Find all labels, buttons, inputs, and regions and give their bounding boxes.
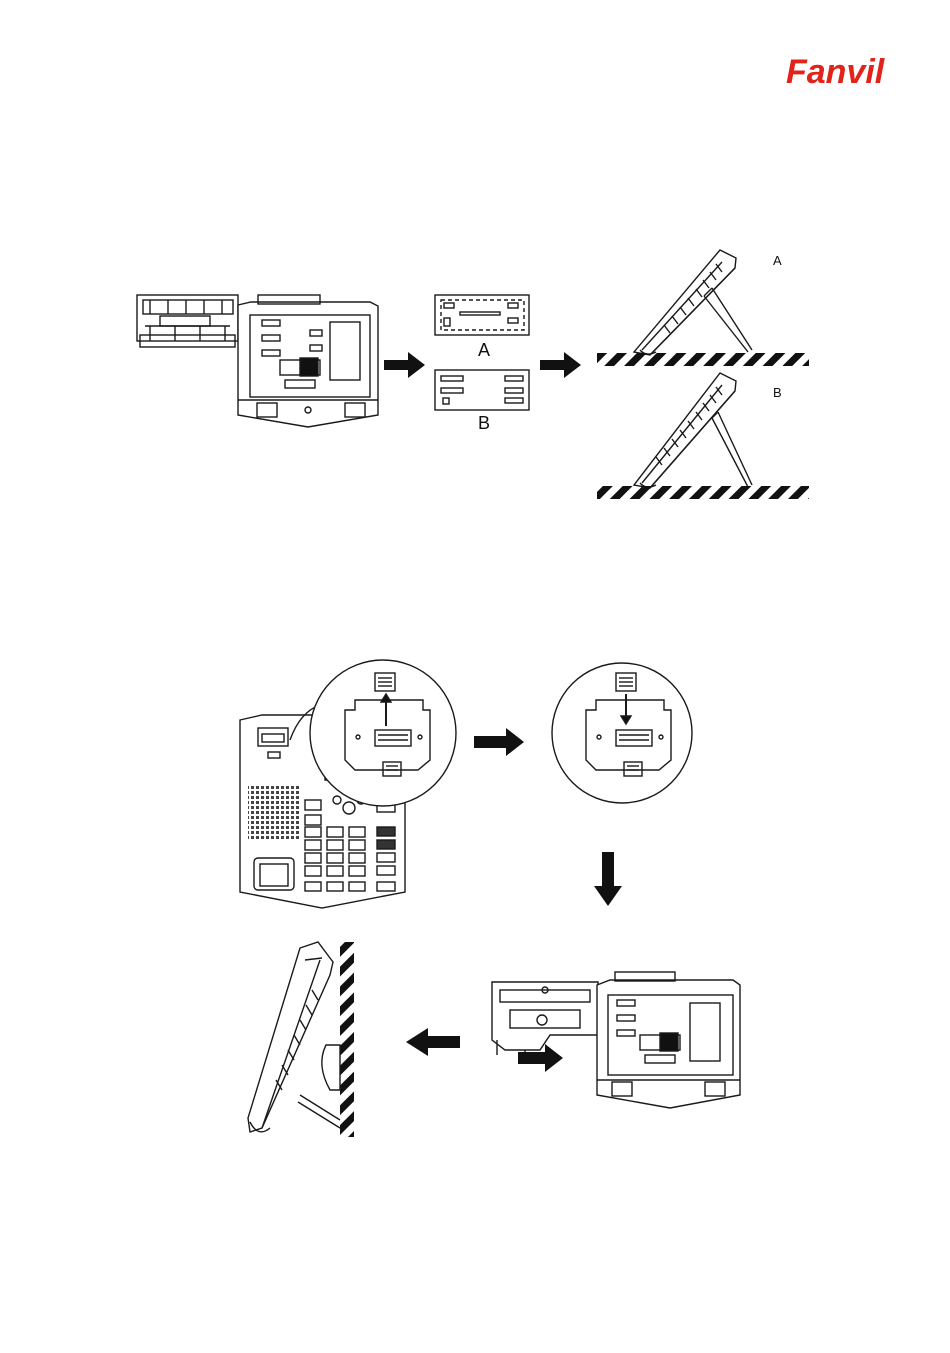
- option-a-label: A: [478, 340, 490, 360]
- hook-detail-up-icon: [310, 660, 456, 806]
- stand-a-label: A: [773, 253, 782, 268]
- phone-back-icon: [597, 972, 740, 1108]
- phone-side-b-icon: [634, 373, 752, 488]
- option-b-plate: [435, 370, 529, 410]
- option-a-plate: [435, 295, 529, 335]
- right-arrow-icon: [474, 728, 524, 756]
- stand-b-label: B: [773, 385, 782, 400]
- phone-wall-side-icon: [248, 942, 340, 1132]
- wall-mount-section: [240, 660, 740, 1137]
- hatched-surface: [597, 486, 809, 499]
- stand-bracket-icon: [137, 295, 238, 347]
- hook-detail-down-icon: [552, 663, 692, 803]
- hatched-surface: [597, 353, 809, 366]
- right-arrow-icon: [540, 352, 581, 378]
- logo-text: Fanvil: [786, 53, 886, 91]
- right-arrow-icon: [384, 352, 425, 378]
- phone-back-icon: [238, 295, 378, 427]
- phone-side-a-icon: [634, 250, 752, 355]
- fanvil-logo: Fanvil: [786, 53, 886, 91]
- left-arrow-icon: [406, 1028, 460, 1056]
- down-arrow-icon: [594, 852, 622, 906]
- option-b-label: B: [478, 413, 490, 433]
- desk-stand-section: A B A B: [137, 250, 809, 499]
- hatched-wall: [340, 942, 354, 1137]
